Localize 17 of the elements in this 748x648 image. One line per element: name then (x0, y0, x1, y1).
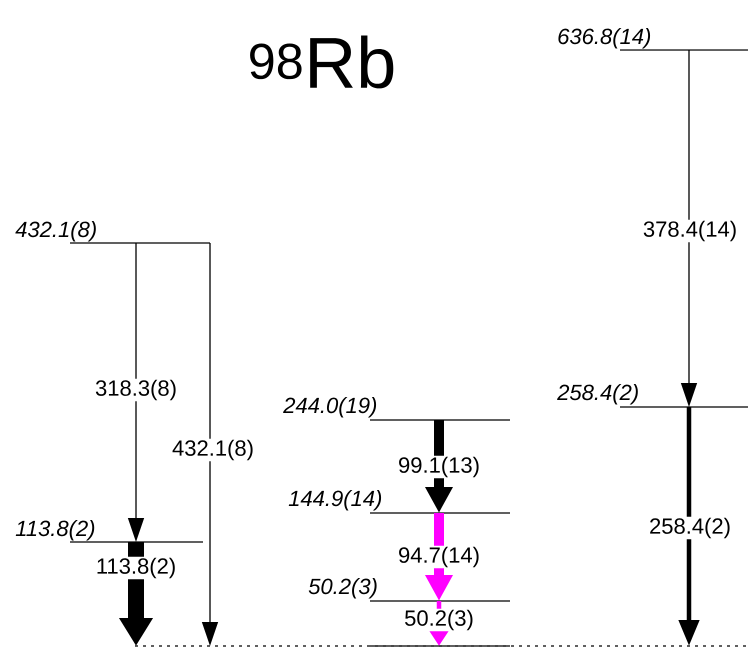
edge-label: 99.1(13) (397, 456, 481, 478)
edge-label: 113.8(2) (94, 556, 178, 580)
ground-level-line (135, 645, 748, 647)
level-line: 144.9(14) (288, 490, 510, 514)
level-line: 432.1(8) (15, 221, 210, 244)
title: $^{98}$Rb (250, 36, 394, 88)
level-line: 50.2(3) (308, 578, 510, 602)
edge-label: 378.4(14) (642, 220, 738, 242)
edge-label: 318.3(8) (94, 378, 178, 402)
edge-label: 50.2(3) (403, 608, 475, 632)
level-line: 258.4(2) (557, 384, 748, 408)
level-line: 113.8(2) (16, 520, 203, 543)
edge-label: 94.7(14) (397, 546, 481, 568)
level-line: 636.8(14) (558, 28, 748, 51)
edge-label: 258.4(2) (648, 516, 732, 540)
level-line: 244.0(19) (283, 397, 510, 421)
edge-label: 432.1(8) (171, 438, 255, 462)
